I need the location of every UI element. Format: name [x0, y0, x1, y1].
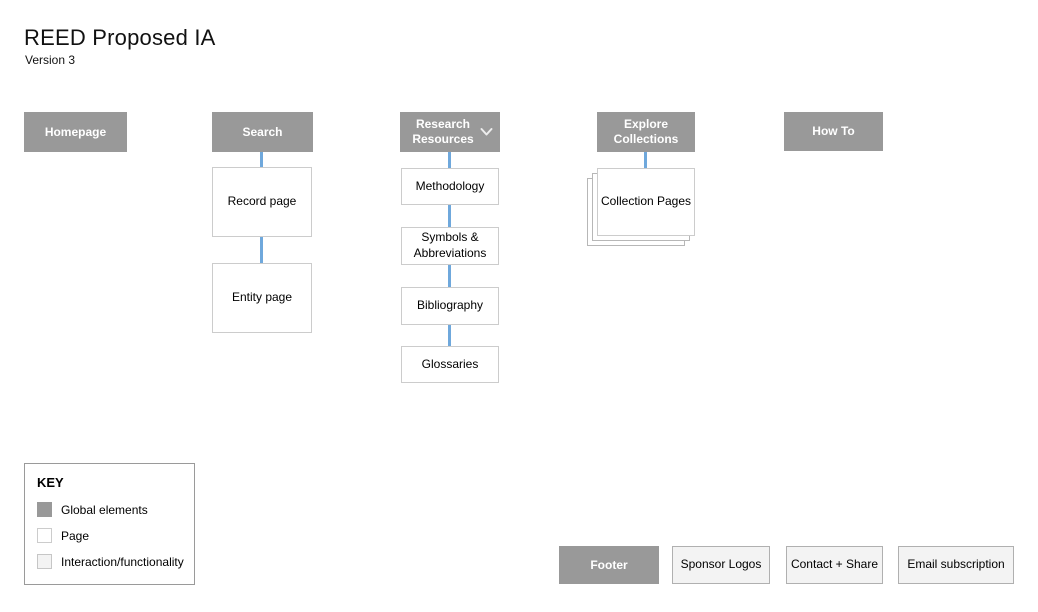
key-item-interaction: Interaction/functionality [37, 554, 184, 569]
node-how-to-label: How To [812, 124, 855, 138]
node-record-page-label: Record page [227, 194, 297, 209]
node-explore-collections-label: Explore Collections [613, 117, 679, 146]
node-symbols-abbreviations-label: Symbols & Abbreviations [413, 230, 487, 260]
node-search[interactable]: Search [212, 112, 313, 152]
connector-record-entity [260, 237, 263, 263]
page-swatch [37, 528, 52, 543]
key-item-page: Page [37, 528, 89, 543]
node-search-label: Search [242, 124, 283, 139]
interaction-swatch [37, 554, 52, 569]
node-footer[interactable]: Footer [559, 546, 659, 584]
node-sponsor-logos[interactable]: Sponsor Logos [672, 546, 770, 584]
node-how-to[interactable]: How To [784, 112, 883, 151]
node-bibliography[interactable]: Bibliography [401, 287, 499, 325]
key-item-global-elements: Global elements [37, 502, 148, 517]
node-glossaries[interactable]: Glossaries [401, 346, 499, 383]
node-sponsor-logos-label: Sponsor Logos [680, 557, 762, 572]
page-title: REED Proposed IA [24, 25, 216, 50]
global-elements-swatch [37, 502, 52, 517]
node-glossaries-label: Glossaries [421, 356, 479, 371]
key-item-label: Global elements [61, 502, 148, 517]
connector-explore-collection-pages [644, 152, 647, 168]
key-legend: KEY Global elements Page Interaction/fun… [24, 463, 195, 585]
node-explore-collections[interactable]: Explore Collections [597, 112, 695, 152]
key-item-label: Interaction/functionality [61, 554, 184, 569]
node-collection-pages-label: Collection Pages [600, 194, 692, 209]
node-research-resources[interactable]: Research Resources [400, 112, 500, 152]
node-bibliography-label: Bibliography [416, 298, 484, 313]
node-contact-share-label: Contact + Share [790, 557, 879, 572]
node-email-subscription-label: Email subscription [907, 557, 1005, 572]
node-record-page[interactable]: Record page [212, 167, 312, 237]
node-homepage-label: Homepage [44, 124, 107, 139]
node-contact-share[interactable]: Contact + Share [786, 546, 883, 584]
connector-symbols-bibliography [448, 265, 451, 287]
connector-research-methodology [448, 152, 451, 168]
node-symbols-abbreviations[interactable]: Symbols & Abbreviations [401, 227, 499, 265]
node-entity-page-label: Entity page [231, 290, 293, 305]
version-label: Version 3 [25, 53, 76, 67]
key-title: KEY [37, 475, 64, 490]
node-email-subscription[interactable]: Email subscription [898, 546, 1014, 584]
connector-search-record [260, 152, 263, 167]
key-item-label: Page [61, 528, 90, 543]
chevron-down-icon[interactable] [480, 128, 493, 137]
node-homepage[interactable]: Homepage [24, 112, 127, 152]
connector-methodology-symbols [448, 205, 451, 227]
node-collection-pages[interactable]: Collection Pages [597, 168, 695, 236]
connector-bibliography-glossaries [448, 325, 451, 346]
node-research-resources-label: Research Resources [412, 117, 474, 146]
node-methodology-label: Methodology [415, 178, 485, 193]
node-entity-page[interactable]: Entity page [212, 263, 312, 333]
node-footer-label: Footer [590, 557, 628, 572]
node-methodology[interactable]: Methodology [401, 168, 499, 205]
